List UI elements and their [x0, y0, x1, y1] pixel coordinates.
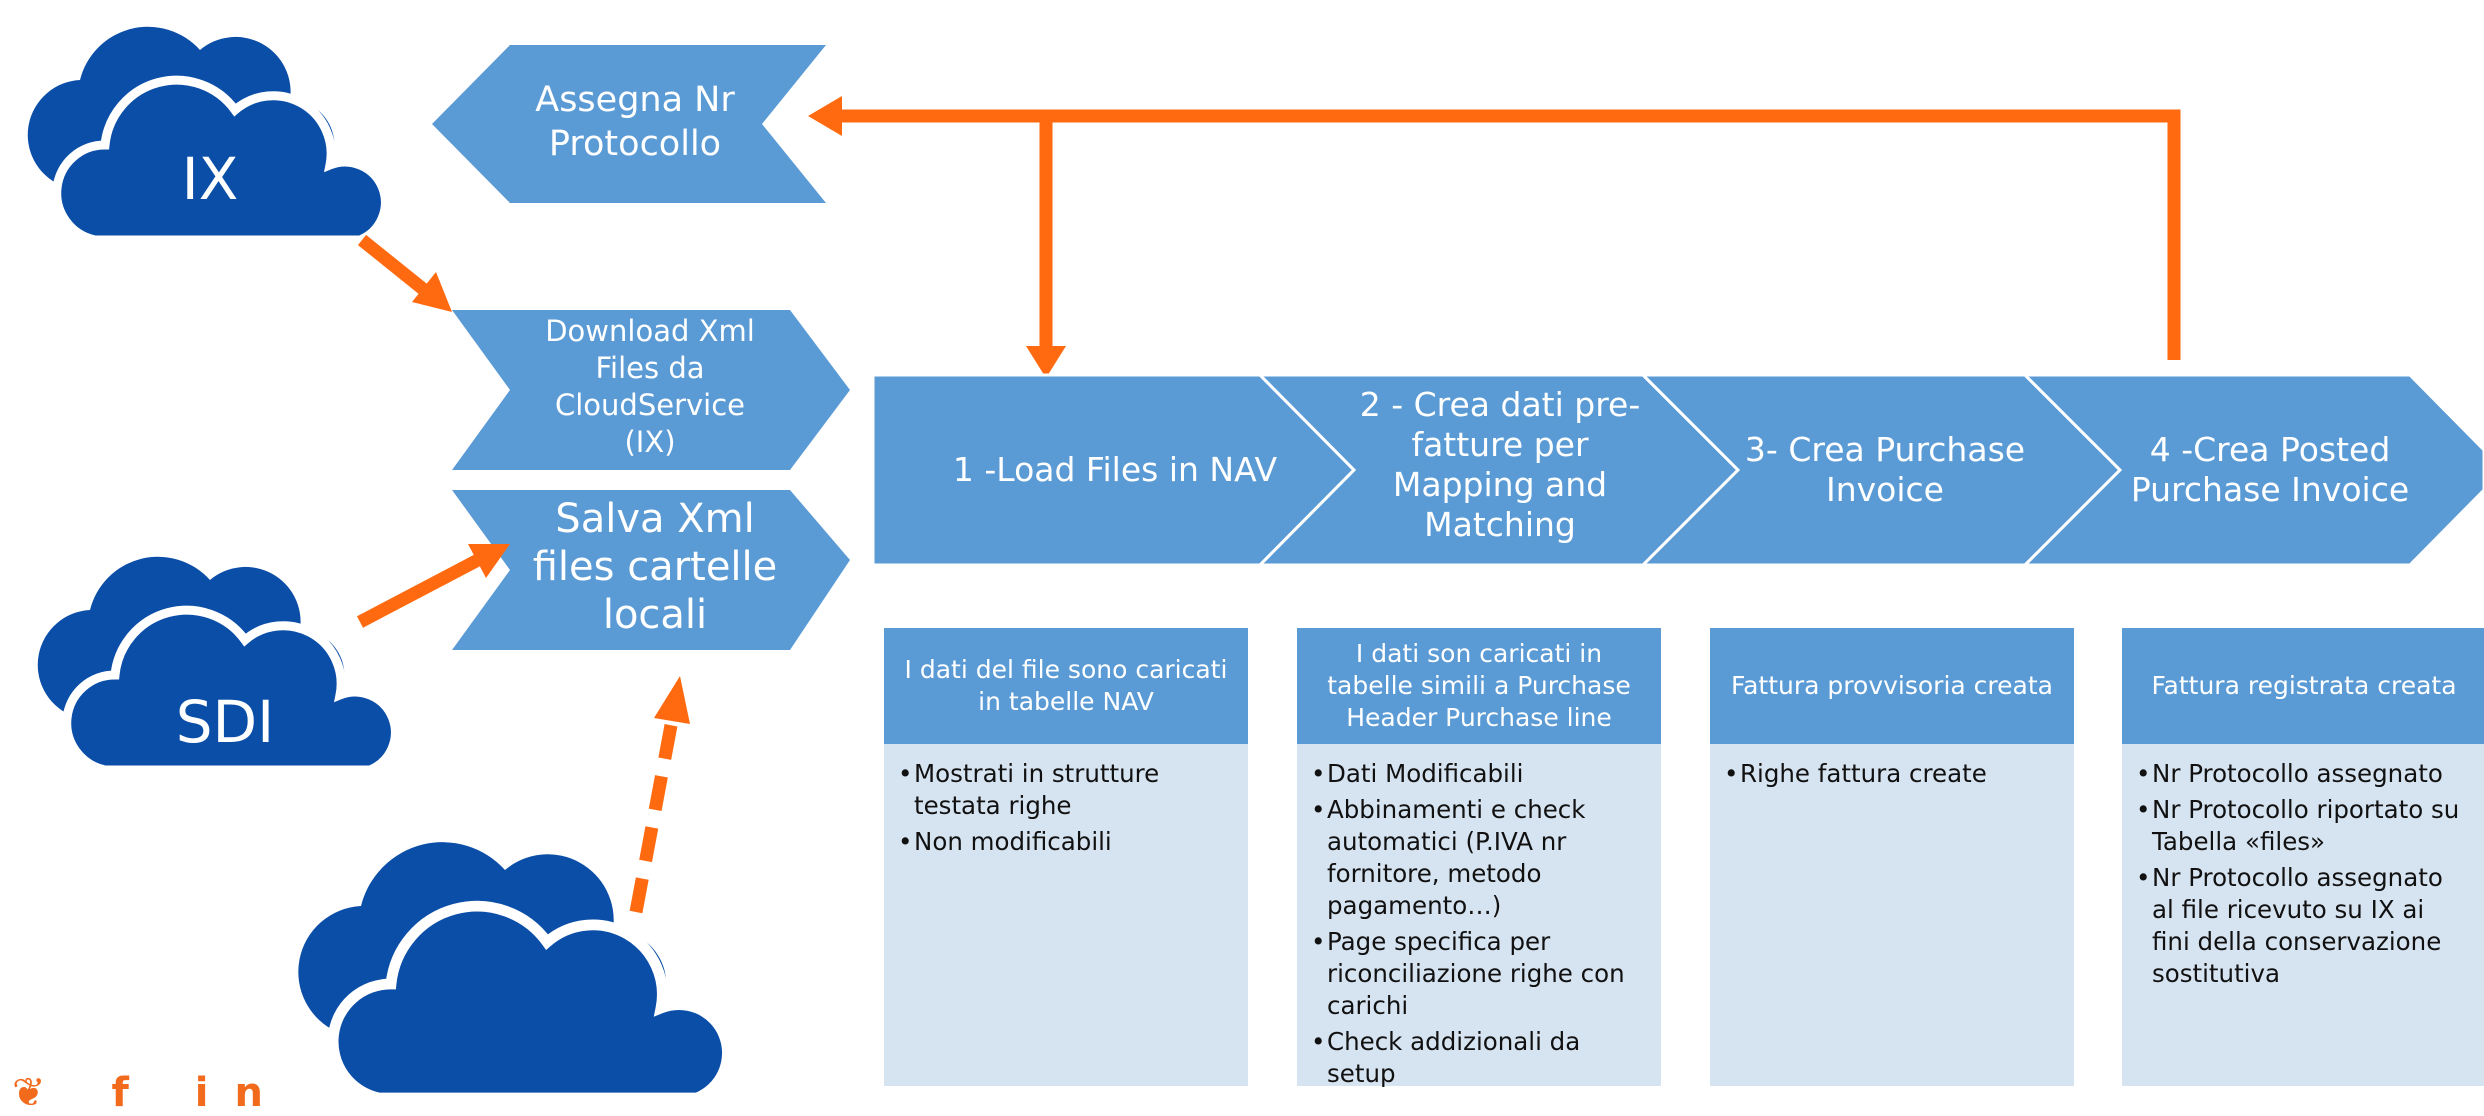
- box-2-header: I dati son caricati in tabelle simili a …: [1297, 628, 1661, 744]
- box-1-header: I dati del file sono caricati in tabelle…: [884, 628, 1248, 744]
- step-2-line-4: Matching: [1424, 505, 1576, 544]
- box-1-body: Mostrati in strutture testata righe Non …: [884, 744, 1248, 1086]
- salva-shape: [452, 490, 850, 650]
- box-4-body: Nr Protocollo assegnato Nr Protocollo ri…: [2122, 744, 2484, 1086]
- box-4-item: Nr Protocollo riportato su Tabella «file…: [2136, 794, 2468, 858]
- step-3-label: 3- Crea Purchase Invoice: [1730, 430, 2040, 510]
- step-2-line-2: fatture per: [1411, 425, 1589, 464]
- download-line-1: Download Xml: [545, 314, 755, 348]
- step-2-line-1: 2 - Crea dati pre-: [1359, 385, 1641, 424]
- box-4-header: Fattura registrata creata: [2122, 628, 2484, 744]
- step-chevrons: [871, 373, 2484, 567]
- social-icons[interactable]: ❦ f in: [12, 1070, 289, 1116]
- box-3-body: Righe fattura create: [1710, 744, 2074, 1086]
- step-4-chevron: [2021, 373, 2484, 567]
- download-line-3: CloudService: [554, 388, 745, 422]
- box-2-item: Dati Modificabili: [1311, 758, 1645, 790]
- arrow-local-salva-head: [654, 676, 690, 724]
- arrow-local-salva: [629, 718, 679, 914]
- assegna-shape: [432, 45, 826, 203]
- box-3-header: Fattura provvisoria creata: [1710, 628, 2074, 744]
- step-1-label: 1 -Load Files in NAV: [905, 450, 1325, 490]
- feedback-line: [836, 109, 2181, 360]
- salva-label: Salva Xml files cartelle locali: [500, 495, 810, 639]
- arrow-sdi-salva-head: [468, 544, 510, 578]
- feedback-arrows: [808, 96, 2181, 378]
- download-shape: [452, 310, 850, 470]
- step-2-line-3: Mapping and: [1392, 465, 1608, 504]
- step-4-line-2: Purchase Invoice: [2130, 470, 2410, 509]
- box-3-item: Righe fattura create: [1724, 758, 2058, 790]
- salva-line-1: Salva Xml: [555, 496, 755, 542]
- arrowhead-assegna: [808, 96, 842, 136]
- step-3-line-2: Invoice: [1826, 470, 1944, 509]
- box-1-item: Mostrati in strutture testata righe: [898, 758, 1232, 822]
- ix-cloud-label: IX: [181, 145, 239, 213]
- step-1-line-1: 1 -Load Files in NAV: [952, 450, 1278, 489]
- download-line-2: Files da: [595, 351, 705, 385]
- step-4-label: 4 -Crea Posted Purchase Invoice: [2110, 430, 2430, 510]
- local-cloud-icon: [298, 842, 727, 1098]
- arrowhead-step1: [1026, 346, 1066, 378]
- download-line-4: (IX): [624, 425, 676, 459]
- box-4-item: Nr Protocollo assegnato: [2136, 758, 2468, 790]
- sdi-cloud-label: SDI: [175, 688, 275, 756]
- step-2-label: 2 - Crea dati pre- fatture per Mapping a…: [1345, 385, 1655, 545]
- assegna-line-2: Protocollo: [548, 124, 722, 164]
- assegna-line-1: Assegna Nr: [535, 80, 735, 120]
- box-4-item: Nr Protocollo assegnato al file ricevuto…: [2136, 862, 2468, 990]
- arrow-sdi-salva: [356, 554, 482, 628]
- box-2-item: Page specifica per riconciliazione righe…: [1311, 926, 1645, 1022]
- arrow-ix-download: [357, 234, 433, 299]
- arrow-ix-download-head: [412, 272, 452, 312]
- step-4-line-1: 4 -Crea Posted: [2149, 430, 2391, 469]
- box-2-item: Check addizionali da setup: [1311, 1026, 1645, 1090]
- step-3-line-1: 3- Crea Purchase: [1744, 430, 2026, 469]
- salva-line-2: files cartelle: [532, 544, 778, 590]
- assegna-label: Assegna Nr Protocollo: [510, 78, 760, 166]
- salva-line-3: locali: [602, 592, 708, 638]
- box-2-item: Abbinamenti e check automatici (P.IVA nr…: [1311, 794, 1645, 922]
- download-label: Download Xml Files da CloudService (IX): [520, 313, 780, 461]
- box-1-item: Non modificabili: [898, 826, 1232, 858]
- box-2-body: Dati Modificabili Abbinamenti e check au…: [1297, 744, 1661, 1088]
